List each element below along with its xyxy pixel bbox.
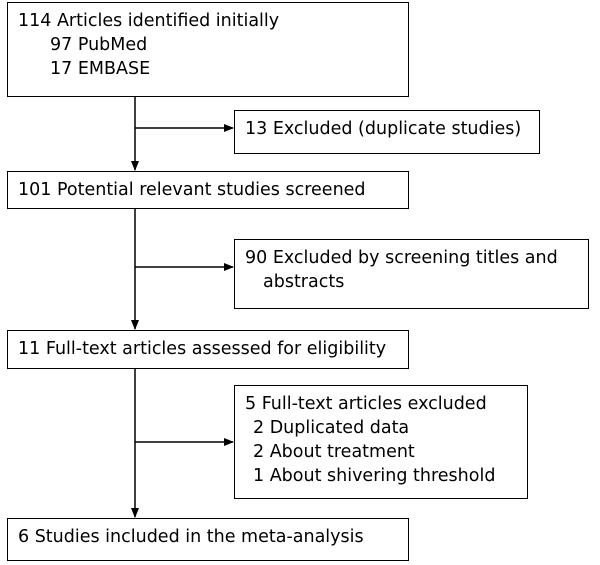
source-embase: 17 EMBASE xyxy=(50,59,151,79)
box-excluded-duplicates: 13 Excluded (duplicate studies) xyxy=(234,110,540,154)
reason-duplicated-data: 2 Duplicated data xyxy=(253,418,410,438)
screened-title: 101 Potential relevant studies screened xyxy=(18,180,366,200)
box-excluded-fulltext: 5 Full-text articles excluded 2 Duplicat… xyxy=(234,385,528,499)
box-articles-identified: 114 Articles identified initially 97 Pub… xyxy=(7,2,409,97)
eligibility-title: 11 Full-text articles assessed for eligi… xyxy=(18,339,387,359)
source-pubmed: 97 PubMed xyxy=(50,35,148,55)
reason-shivering-threshold: 1 About shivering threshold xyxy=(253,466,496,486)
reason-about-treatment: 2 About treatment xyxy=(253,442,415,462)
excluded-fulltext-title: 5 Full-text articles excluded xyxy=(245,394,487,414)
excluded-duplicates-title: 13 Excluded (duplicate studies) xyxy=(245,119,522,139)
box-excluded-screening: 90 Excluded by screening titles and abst… xyxy=(234,239,589,309)
box-screened: 101 Potential relevant studies screened xyxy=(7,171,409,209)
included-title: 6 Studies included in the meta-analysis xyxy=(18,527,364,547)
excluded-screening-title-cont: abstracts xyxy=(263,272,345,292)
identified-title: 114 Articles identified initially xyxy=(18,11,280,31)
box-eligibility: 11 Full-text articles assessed for eligi… xyxy=(7,330,409,369)
box-studies-included: 6 Studies included in the meta-analysis xyxy=(7,518,409,561)
excluded-screening-title: 90 Excluded by screening titles and xyxy=(245,248,558,268)
